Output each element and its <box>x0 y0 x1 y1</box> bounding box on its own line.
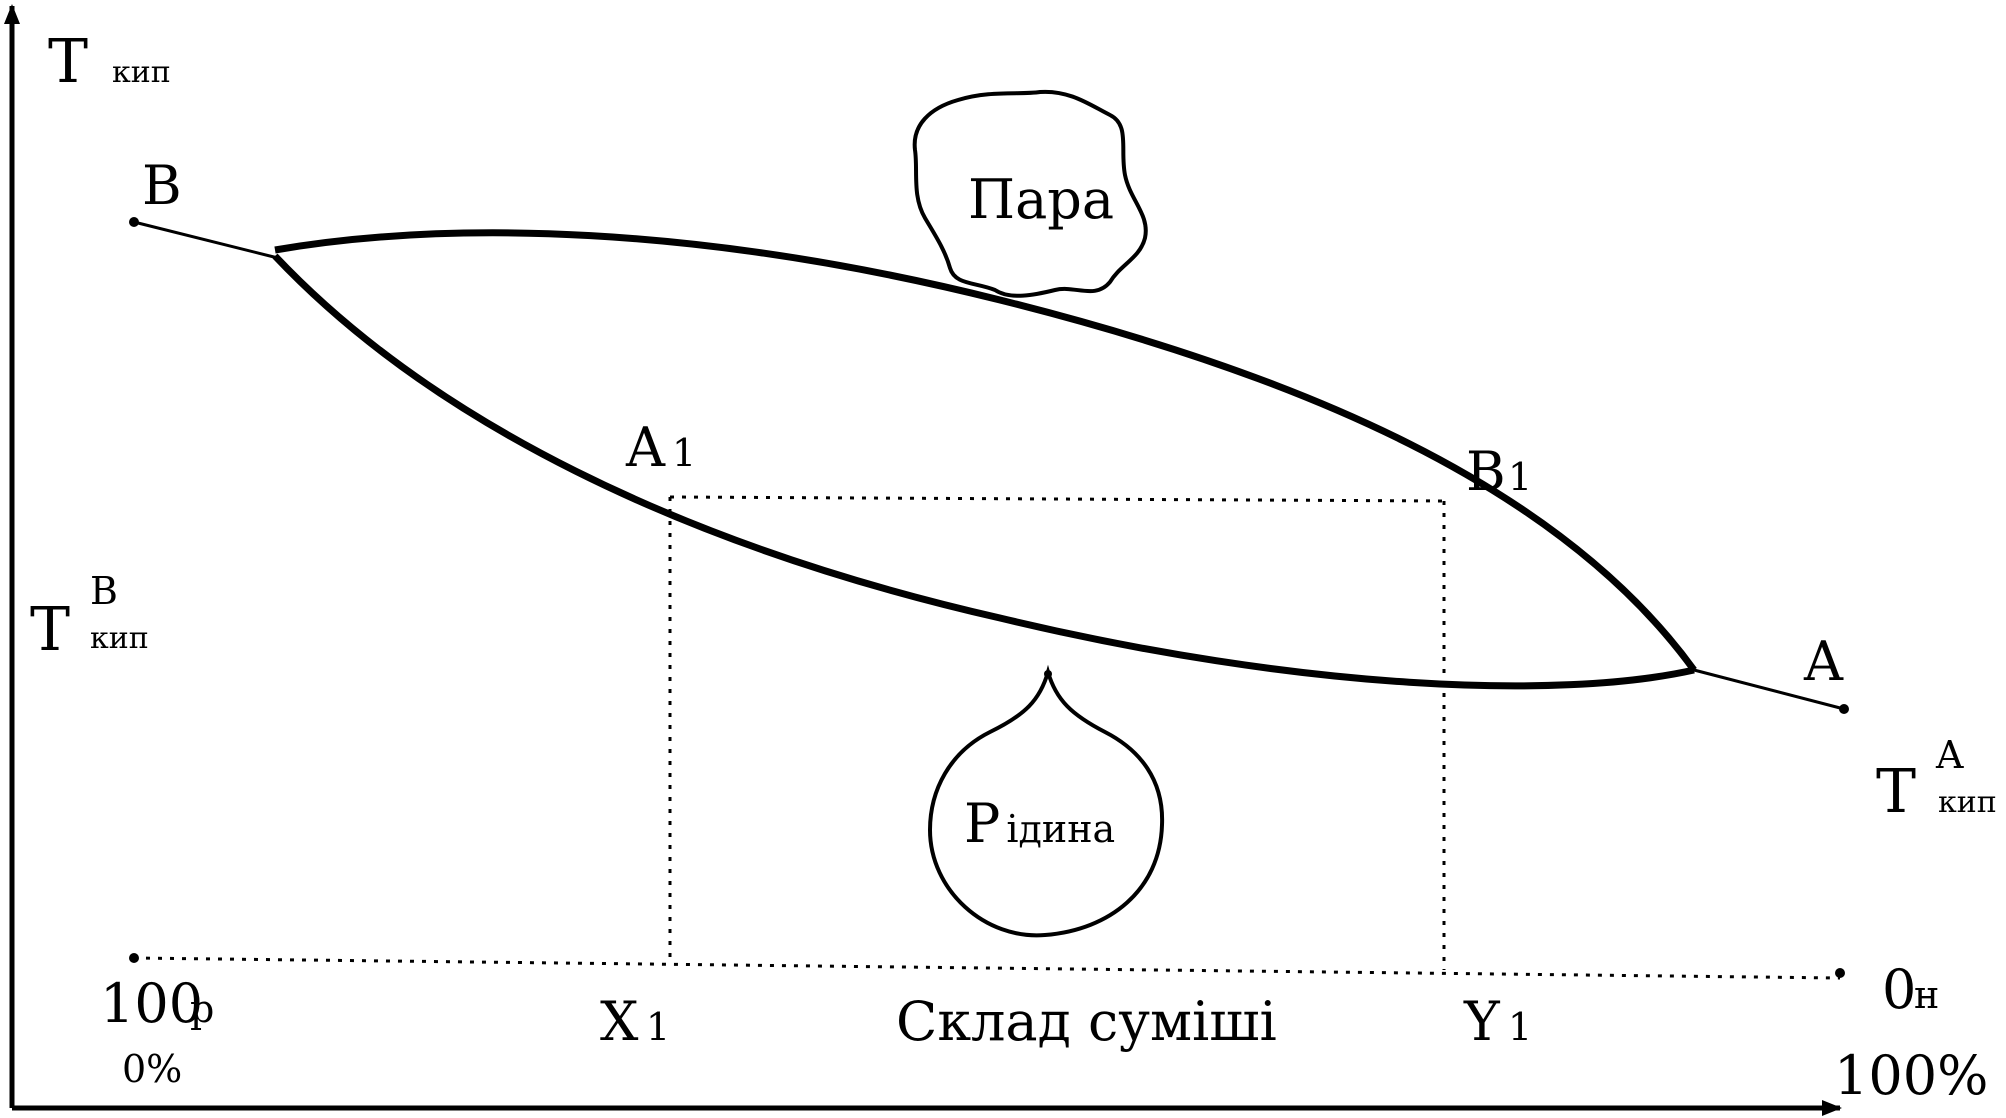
vapor-curve <box>274 229 1697 673</box>
baseline-right-dot <box>1835 968 1845 978</box>
liquid-drop-tip <box>1044 670 1052 678</box>
y-axis-label: T <box>48 27 88 97</box>
x1-sub: 1 <box>646 1005 670 1049</box>
point-a1-sub: 1 <box>672 431 696 475</box>
baseline-left-dot <box>129 953 139 963</box>
right-temp-sub: кип <box>1938 785 1997 820</box>
point-a-dot <box>1839 704 1849 714</box>
right-temp-label: T <box>1876 757 1916 827</box>
liquid-first-letter: Р <box>964 792 1000 855</box>
y1-label: Y <box>1463 990 1501 1053</box>
right-temp-sup: A <box>1935 733 1964 777</box>
composition-baseline <box>133 956 1841 980</box>
point-b1-sub: 1 <box>1508 455 1532 499</box>
left-scale-value: 100 <box>100 972 203 1035</box>
point-a-label: A <box>1803 630 1844 693</box>
right-end-line <box>1693 668 1845 711</box>
left-temp-sup: B <box>90 569 118 613</box>
x1-label: X <box>600 990 639 1053</box>
point-b1-label: B <box>1466 440 1506 503</box>
x-axis-caption: Склад суміші <box>896 990 1277 1053</box>
left-scale-pct: 0% <box>122 1047 182 1091</box>
y1-sub: 1 <box>1508 1005 1532 1049</box>
left-temp-sub: кип <box>90 621 149 656</box>
right-scale-value: 0 <box>1882 958 1916 1021</box>
left-temp-label: T <box>30 595 70 665</box>
left-scale-sub: р <box>190 987 214 1031</box>
point-a1-label: A <box>625 416 666 479</box>
y-axis-label-sub: кип <box>112 55 171 90</box>
vapor-region-label: Пара <box>968 168 1114 231</box>
right-scale-pct: 100% <box>1834 1044 1988 1107</box>
left-end-line <box>133 220 279 260</box>
liquid-drop <box>927 664 1165 938</box>
liquid-rest-letters: ідина <box>1006 807 1115 851</box>
point-b-dot <box>129 217 139 227</box>
liquid-curve <box>272 253 1695 690</box>
vapor-cloud <box>912 89 1148 298</box>
point-b-label: B <box>142 154 182 217</box>
tie-line <box>669 495 1445 503</box>
right-scale-sub: н <box>1914 973 1939 1017</box>
